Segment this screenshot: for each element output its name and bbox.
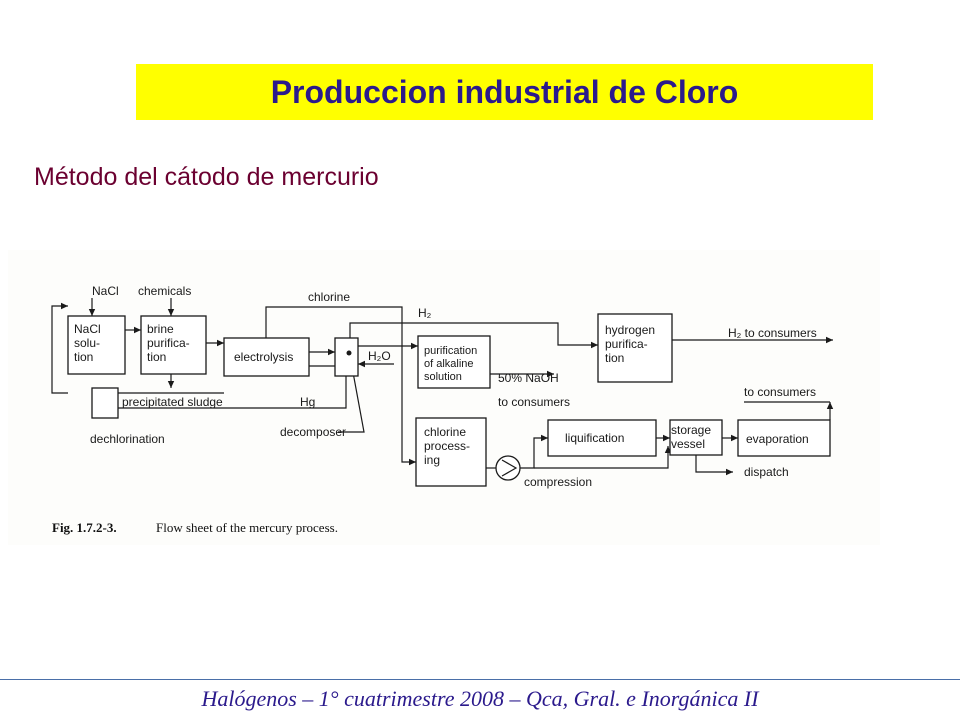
purification-box-line1: purification <box>424 345 477 357</box>
nacl-input-label: NaCl <box>92 284 119 298</box>
hydrogen-box-line3: tion <box>605 351 624 365</box>
brine-box-line3: tion <box>147 350 166 364</box>
chlorine-line <box>265 306 416 466</box>
decomposer-label: decomposer <box>280 425 346 439</box>
figure-caption-text: Flow sheet of the mercury process. <box>156 520 338 535</box>
flow-sheet-diagram: NaCl solu- tion brine purifica- tion ele… <box>51 284 834 535</box>
decomposer-dot <box>346 350 352 356</box>
liquification-box-label: liquification <box>565 431 624 445</box>
chlorine-box-line3: ing <box>424 453 440 467</box>
title-banner: Produccion industrial de Cloro <box>136 64 873 120</box>
chlorine-box-line2: process- <box>424 439 470 453</box>
compressor-chevron-icon <box>501 459 518 477</box>
nacl-solution-box <box>67 315 126 375</box>
chlorine-processing-box <box>415 417 487 487</box>
compression-bypass-arrow <box>534 446 672 469</box>
decomposer-pointer <box>338 355 365 433</box>
h2-label: H₂ <box>418 306 432 320</box>
h2o-label: H₂O <box>368 349 391 363</box>
chlorine-label: chlorine <box>308 290 350 304</box>
brine-box-line1: brine <box>147 322 174 336</box>
hg-label: Hg <box>300 395 315 409</box>
electrolysis-box-label: electrolysis <box>234 350 293 364</box>
flow-sheet-figure: NaCl solu- tion brine purifica- tion ele… <box>8 250 880 545</box>
to-consumers-label-1: to consumers <box>498 395 570 409</box>
storage-vessel-box <box>669 419 723 456</box>
compressor-to-liquification-arrow <box>520 434 548 469</box>
storage-box-line2: vessel <box>671 437 705 451</box>
dispatch-label: dispatch <box>744 465 789 479</box>
compressor-icon <box>495 455 521 481</box>
electrolysis-box <box>223 337 310 377</box>
slide-title: Produccion industrial de Cloro <box>270 73 739 110</box>
h2-line <box>349 322 598 349</box>
nacl-box-line3: tion <box>74 350 93 364</box>
footer-divider <box>0 679 960 680</box>
to-consumers-label-2: to consumers <box>744 385 816 399</box>
hydrogen-purification-box <box>597 313 673 383</box>
compression-label: compression <box>524 475 592 489</box>
chlorine-box-line1: chlorine <box>424 425 466 439</box>
h2-to-consumers-label: H₂ to consumers <box>728 326 817 340</box>
hydrogen-box-line1: hydrogen <box>605 323 655 337</box>
recycle-line <box>51 302 68 394</box>
evaporation-box <box>737 419 831 457</box>
precipitated-sludge-label: precipitated sludge <box>122 395 223 409</box>
dechlorination-label: dechlorination <box>90 432 165 446</box>
decomposer-box <box>334 337 359 377</box>
naoh-label: 50% NaOH <box>498 371 559 385</box>
brine-box-line2: purifica- <box>147 336 190 350</box>
nacl-box-line2: solu- <box>74 336 100 350</box>
storage-box-line1: storage <box>671 423 711 437</box>
dispatch-arrow <box>695 455 733 476</box>
chemicals-label: chemicals <box>138 284 191 298</box>
figure-caption-number: Fig. 1.7.2-3. <box>52 520 117 535</box>
slide-footer: Halógenos – 1° cuatrimestre 2008 – Qca, … <box>201 686 759 711</box>
purification-box-line3: solution <box>424 371 462 383</box>
brine-purification-box <box>140 315 207 375</box>
purification-box-line2: of alkaline <box>424 358 474 370</box>
alkaline-purification-box <box>417 335 491 389</box>
hydrogen-box-line2: purifica- <box>605 337 648 351</box>
dechlorination-box <box>91 387 119 419</box>
evaporation-box-label: evaporation <box>746 432 809 446</box>
slide-subtitle: Método del cátodo de mercurio <box>34 163 379 191</box>
nacl-box-line1: NaCl <box>74 322 101 336</box>
liquification-box <box>547 419 657 457</box>
